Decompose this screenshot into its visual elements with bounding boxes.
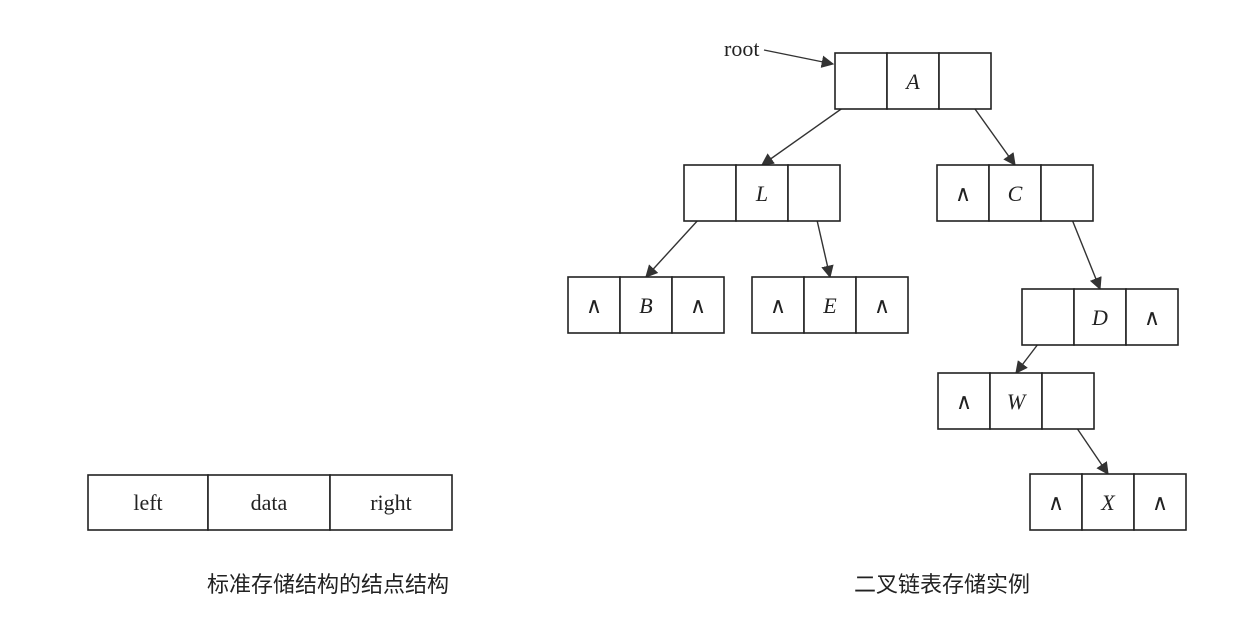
node-x-right-cell — [1133, 473, 1187, 531]
node-x-data-label: X — [1100, 490, 1116, 515]
tree-node-l: L — [683, 164, 841, 222]
null-pointer-symbol: ∧ — [690, 293, 706, 318]
node-a-data-label: A — [904, 69, 920, 94]
node-c-data-label: C — [1008, 181, 1023, 206]
node-d-left-cell — [1021, 288, 1075, 346]
legend-data-cell — [207, 474, 331, 531]
node-c-right-cell — [1040, 164, 1094, 222]
node-a-right-cell — [938, 52, 992, 110]
tree-node-c: ∧C — [936, 164, 1094, 222]
root-pointer-arrow — [763, 49, 835, 68]
null-pointer-symbol: ∧ — [1144, 305, 1160, 330]
tree-node-x: ∧ X ∧ — [1029, 473, 1187, 531]
node-w-data-cell — [989, 372, 1043, 430]
node-w-data-label: W — [1007, 389, 1027, 414]
tree-node-a: A — [834, 52, 992, 110]
legend-data-label: data — [251, 490, 288, 515]
node-b-data-label: B — [639, 293, 652, 318]
node-e-data-label: E — [822, 293, 837, 318]
node-d-data-cell — [1073, 288, 1127, 346]
node-structure-legend: left data right — [87, 474, 453, 531]
node-c-left-cell — [936, 164, 990, 222]
null-pointer-symbol: ∧ — [956, 389, 972, 414]
tree-node-b: ∧ B ∧ — [567, 276, 725, 334]
null-pointer-symbol: ∧ — [1048, 490, 1064, 515]
node-l-data-cell — [735, 164, 789, 222]
tree-node-d: D∧ — [1021, 288, 1179, 346]
null-pointer-symbol: ∧ — [586, 293, 602, 318]
node-a-data-cell — [886, 52, 940, 110]
left-caption: 标准存储结构的结点结构 — [207, 573, 449, 598]
legend-right-cell — [329, 474, 453, 531]
right-caption: 二叉链表存储实例 — [854, 573, 1030, 598]
legend-right-label: right — [370, 490, 412, 515]
null-pointer-symbol: ∧ — [874, 293, 890, 318]
tree-node-e: ∧ E ∧ — [751, 276, 909, 334]
node-e-left-cell — [751, 276, 805, 334]
node-w-left-cell — [937, 372, 991, 430]
legend-left-label: left — [133, 490, 162, 515]
tree-node-w: ∧W — [937, 372, 1095, 430]
null-pointer-symbol: ∧ — [770, 293, 786, 318]
node-x-data-cell — [1081, 473, 1135, 531]
node-e-right-cell — [855, 276, 909, 334]
tree-nodes: AL∧C∧B∧∧E∧D∧∧W∧X∧ — [567, 52, 1187, 531]
node-w-right-cell — [1041, 372, 1095, 430]
node-b-data-cell — [619, 276, 673, 334]
legend-left-cell — [87, 474, 209, 531]
node-l-left-cell — [683, 164, 737, 222]
node-d-data-label: D — [1091, 305, 1108, 330]
node-d-right-cell — [1125, 288, 1179, 346]
node-l-right-cell — [787, 164, 841, 222]
node-l-data-label: L — [755, 181, 768, 206]
null-pointer-symbol: ∧ — [955, 181, 971, 206]
node-a-left-cell — [834, 52, 888, 110]
root-label: root — [724, 36, 759, 61]
null-pointer-symbol: ∧ — [1152, 490, 1168, 515]
node-b-right-cell — [671, 276, 725, 334]
